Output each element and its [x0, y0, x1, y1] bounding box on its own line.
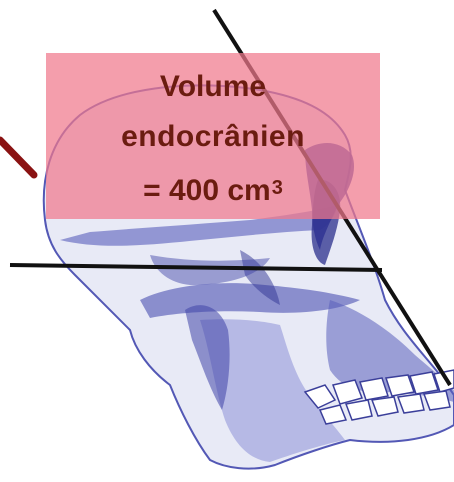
annotation-exponent: 3: [272, 177, 283, 199]
annotation-value: = 400 cm: [143, 174, 271, 207]
annotation-line-endocranien: endocrânien: [46, 122, 380, 152]
marker-line: [0, 140, 34, 175]
annotation-line-value: = 400 cm3: [46, 176, 380, 206]
annotation-line-volume: Volume: [46, 72, 380, 102]
